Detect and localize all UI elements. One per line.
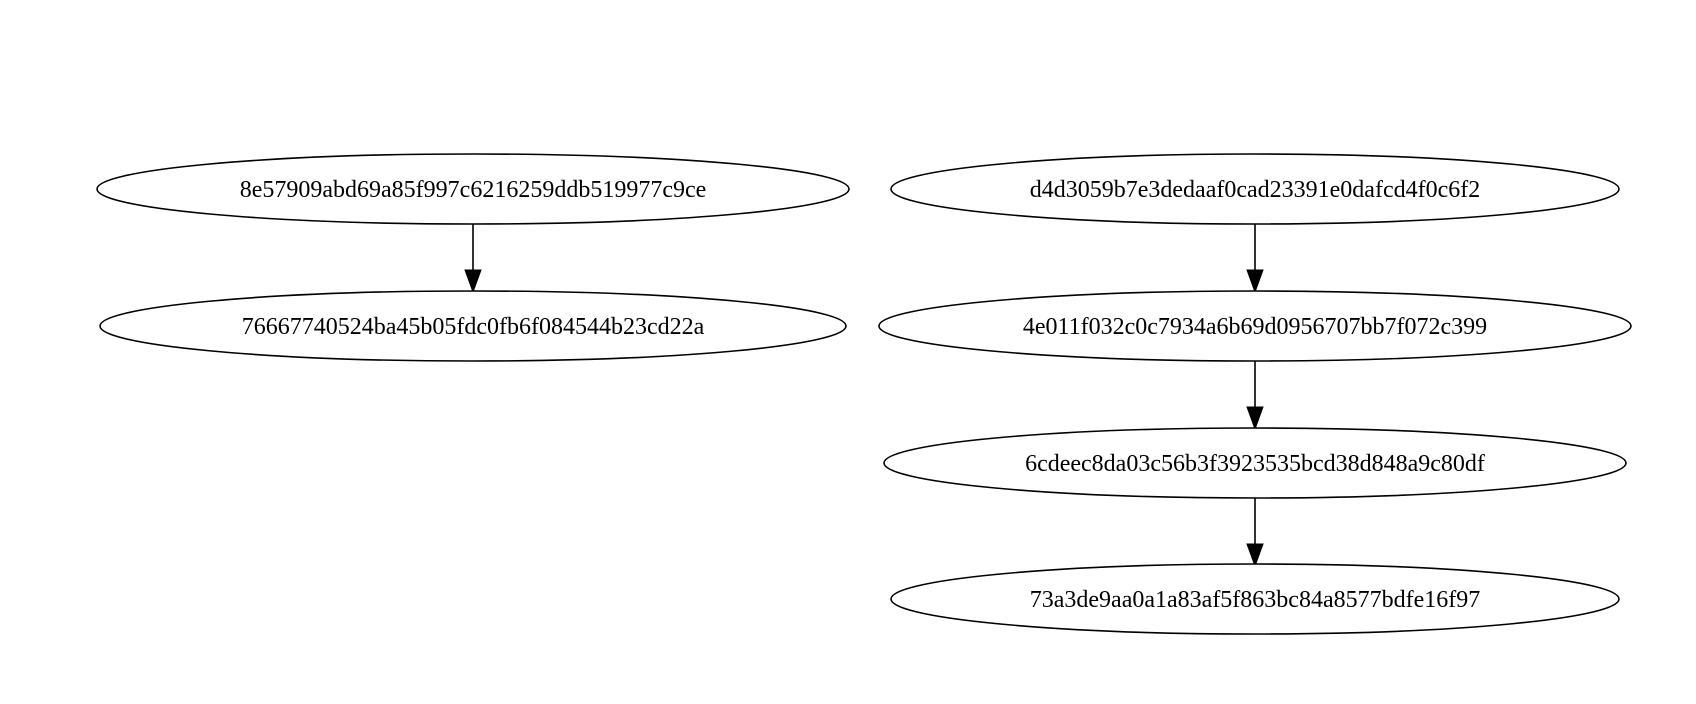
node-label: 8e57909abd69a85f997c6216259ddb519977c9ce — [240, 177, 707, 203]
node-label: 6cdeec8da03c56b3f3923535bcd38d848a9c80df — [1025, 451, 1485, 477]
graph-node[interactable]: 73a3de9aa0a1a83af5f863bc84a8577bdfe16f97 — [890, 563, 1620, 635]
graph-node[interactable]: 76667740524ba45b05fdc0fb6f084544b23cd22a — [99, 290, 847, 362]
node-label: 4e011f032c0c7934a6b69d0956707bb7f072c399 — [1023, 314, 1487, 340]
edge-n5-n6 — [1246, 498, 1264, 568]
node-label: d4d3059b7e3dedaaf0cad23391e0dafcd4f0c6f2 — [1030, 177, 1481, 203]
edge-n1-n2 — [464, 224, 482, 294]
graph-node[interactable]: 8e57909abd69a85f997c6216259ddb519977c9ce — [96, 153, 850, 225]
edge-n4-n5 — [1246, 361, 1264, 431]
node-label: 73a3de9aa0a1a83af5f863bc84a8577bdfe16f97 — [1030, 587, 1481, 613]
edge-n3-n4 — [1246, 224, 1264, 294]
graph-node[interactable]: 4e011f032c0c7934a6b69d0956707bb7f072c399 — [878, 290, 1632, 362]
node-label: 76667740524ba45b05fdc0fb6f084544b23cd22a — [242, 314, 705, 340]
graph-node[interactable]: 6cdeec8da03c56b3f3923535bcd38d848a9c80df — [883, 427, 1627, 499]
graph-edges — [464, 224, 1264, 568]
graph-node[interactable]: d4d3059b7e3dedaaf0cad23391e0dafcd4f0c6f2 — [890, 153, 1620, 225]
